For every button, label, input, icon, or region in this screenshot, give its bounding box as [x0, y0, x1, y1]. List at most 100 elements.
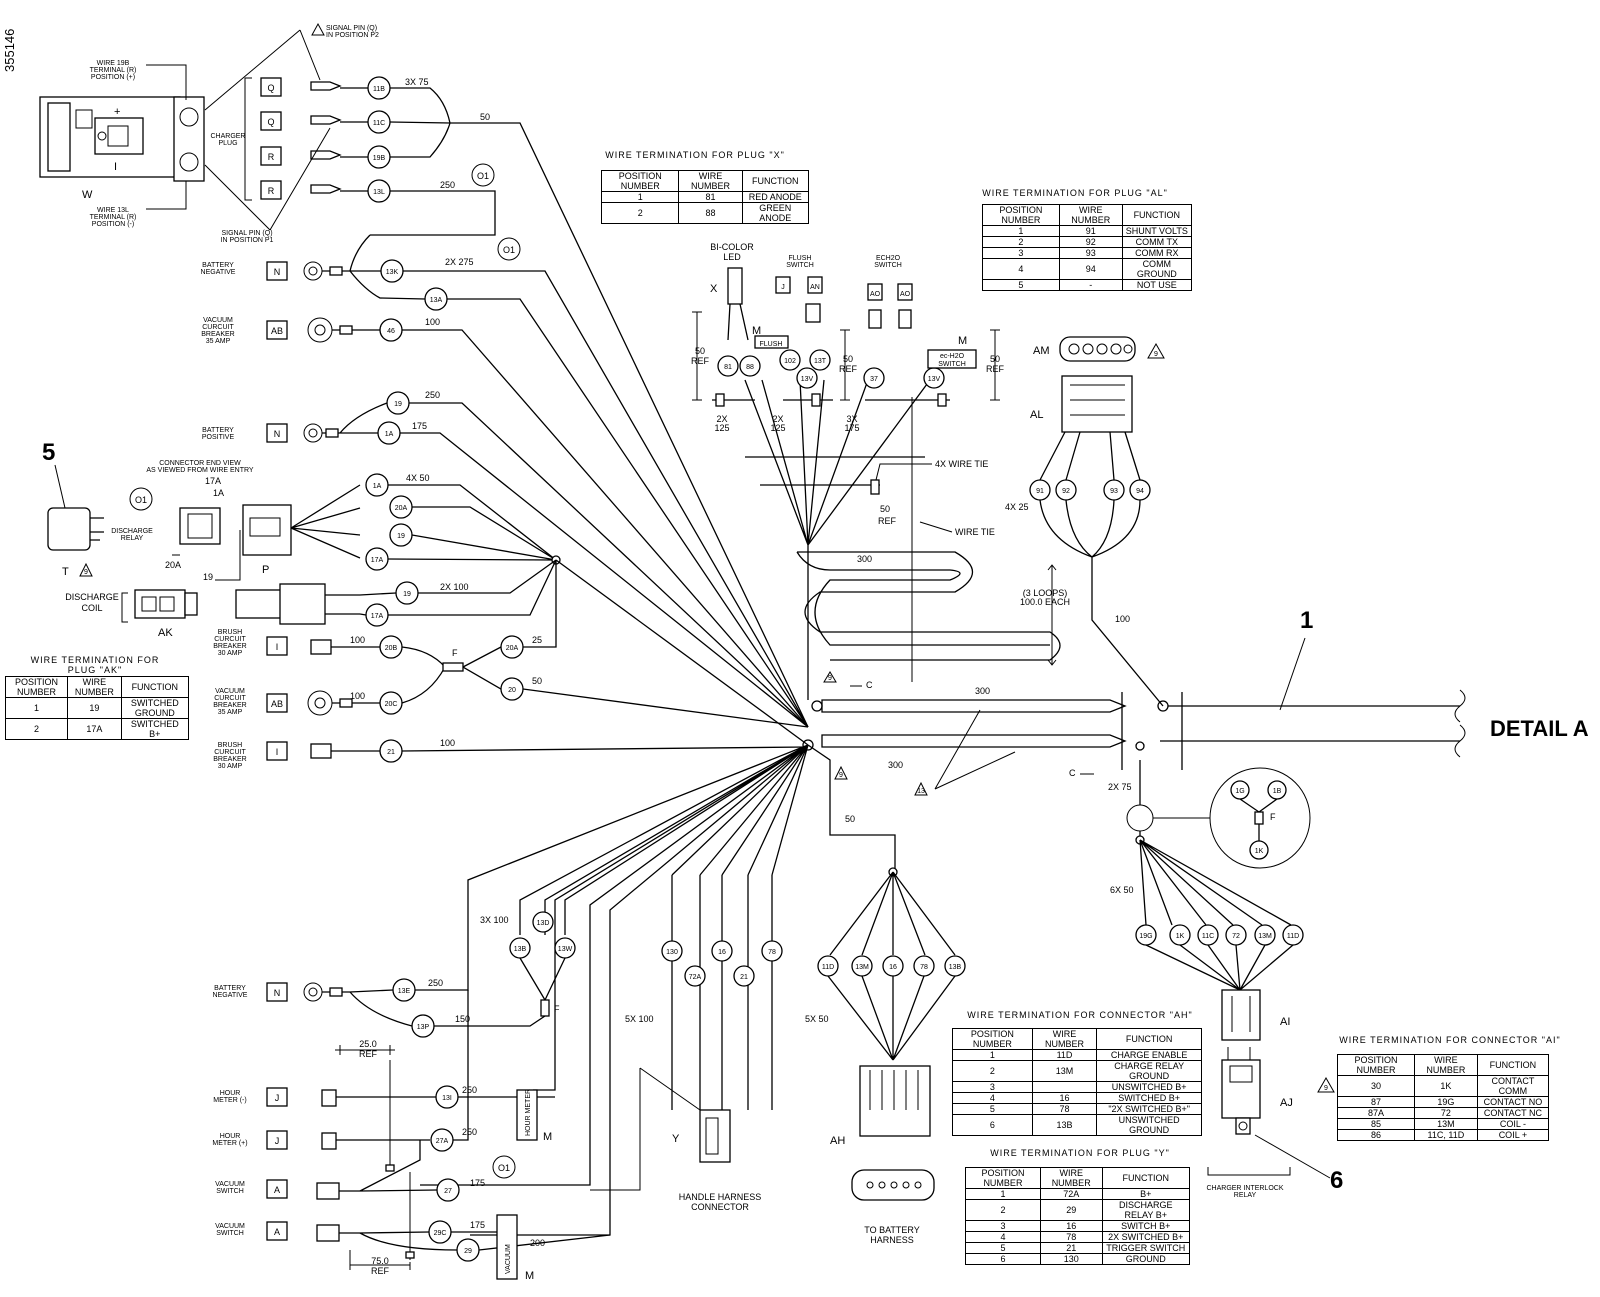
- svg-text:250: 250: [425, 390, 440, 400]
- callout-1: 1: [1300, 607, 1313, 634]
- svg-text:13K: 13K: [386, 269, 399, 276]
- svg-text:A: A: [274, 1227, 280, 1237]
- svg-text:1G: 1G: [1235, 788, 1244, 795]
- svg-text:93: 93: [1110, 488, 1118, 495]
- svg-text:9: 9: [828, 675, 832, 682]
- svg-text:SIGNAL PIN (Q): SIGNAL PIN (Q): [326, 25, 377, 32]
- svg-text:+: +: [114, 106, 120, 118]
- svg-text:21: 21: [740, 974, 748, 981]
- plug-x-title: WIRE TERMINATION FOR PLUG "X": [605, 150, 785, 160]
- svg-text:N: N: [274, 429, 281, 439]
- svg-text:88: 88: [746, 364, 754, 371]
- svg-text:SWITCH: SWITCH: [938, 361, 966, 368]
- svg-text:BRUSH: BRUSH: [218, 629, 243, 636]
- svg-text:30 AMP: 30 AMP: [218, 650, 243, 657]
- drawing-number: 355146: [2, 29, 17, 72]
- svg-text:16: 16: [889, 964, 897, 971]
- svg-text:TERMINAL (R): TERMINAL (R): [90, 67, 137, 74]
- svg-text:I: I: [276, 747, 279, 757]
- svg-text:19: 19: [394, 401, 402, 408]
- svg-text:CONNECTOR: CONNECTOR: [691, 1202, 749, 1212]
- svg-text:100: 100: [425, 317, 440, 327]
- svg-text:Q: Q: [267, 83, 274, 93]
- svg-text:HOUR: HOUR: [220, 1133, 241, 1140]
- svg-text:46: 46: [387, 328, 395, 335]
- svg-text:300: 300: [888, 760, 903, 770]
- svg-text:O1: O1: [135, 495, 147, 505]
- svg-text:250: 250: [462, 1127, 477, 1137]
- svg-text:250: 250: [440, 180, 455, 190]
- svg-text:AM: AM: [1033, 345, 1050, 357]
- svg-text:35 AMP: 35 AMP: [206, 338, 231, 345]
- svg-text:VACUUM: VACUUM: [215, 1181, 245, 1188]
- svg-text:VACUUM: VACUUM: [215, 1223, 245, 1230]
- svg-text:O1: O1: [498, 1163, 510, 1173]
- svg-text:AN: AN: [810, 284, 820, 291]
- svg-text:CHARGER INTERLOCK: CHARGER INTERLOCK: [1206, 1185, 1283, 1192]
- svg-text:DISCHARGE: DISCHARGE: [65, 592, 119, 602]
- svg-text:75.0: 75.0: [371, 1256, 389, 1266]
- svg-text:FLUSH: FLUSH: [760, 341, 783, 348]
- svg-text:3X: 3X: [846, 414, 857, 424]
- svg-text:125: 125: [714, 423, 729, 433]
- svg-text:CURCUIT: CURCUIT: [202, 324, 234, 331]
- svg-text:16: 16: [718, 949, 726, 956]
- svg-text:REF: REF: [839, 364, 858, 374]
- svg-text:72: 72: [1232, 933, 1240, 940]
- svg-text:9: 9: [1324, 1085, 1328, 1092]
- svg-text:3X 100: 3X 100: [480, 915, 509, 925]
- svg-text:50: 50: [843, 354, 853, 364]
- svg-text:2X: 2X: [772, 414, 783, 424]
- svg-text:POSITIVE: POSITIVE: [202, 434, 235, 441]
- svg-text:1K: 1K: [1255, 848, 1264, 855]
- svg-text:F: F: [554, 1004, 560, 1014]
- svg-text:20A: 20A: [165, 560, 181, 570]
- svg-text:20C: 20C: [385, 701, 398, 708]
- svg-text:13: 13: [917, 788, 925, 795]
- svg-text:RELAY: RELAY: [1234, 1192, 1257, 1199]
- svg-text:VACUUM: VACUUM: [215, 688, 245, 695]
- svg-text:Q: Q: [267, 117, 274, 127]
- svg-text:HOUR: HOUR: [220, 1090, 241, 1097]
- svg-text:IN POSITION P1: IN POSITION P1: [221, 237, 274, 244]
- svg-text:CURCUIT: CURCUIT: [214, 636, 246, 643]
- svg-text:6X 50: 6X 50: [1110, 885, 1134, 895]
- svg-text:HARNESS: HARNESS: [870, 1235, 914, 1245]
- svg-text:SWITCH: SWITCH: [216, 1188, 244, 1195]
- svg-text:13I: 13I: [442, 1095, 452, 1102]
- svg-text:19: 19: [203, 572, 213, 582]
- svg-text:IN POSITION P2: IN POSITION P2: [326, 32, 379, 39]
- svg-text:AO: AO: [900, 291, 911, 298]
- svg-text:SWITCH: SWITCH: [786, 262, 814, 269]
- svg-text:HANDLE HARNESS: HANDLE HARNESS: [679, 1192, 762, 1202]
- svg-text:200: 200: [530, 1238, 545, 1248]
- svg-text:AH: AH: [830, 1135, 845, 1147]
- svg-text:VACUUM: VACUUM: [505, 1244, 512, 1274]
- svg-text:1B: 1B: [1273, 788, 1282, 795]
- svg-text:13B: 13B: [514, 946, 527, 953]
- svg-text:27: 27: [444, 1188, 452, 1195]
- svg-text:100: 100: [350, 691, 365, 701]
- svg-text:CHARGER: CHARGER: [210, 133, 245, 140]
- svg-text:13V: 13V: [801, 376, 814, 383]
- svg-text:102: 102: [784, 358, 796, 365]
- detail-a-label: DETAIL A: [1490, 716, 1589, 741]
- svg-text:50: 50: [990, 354, 1000, 364]
